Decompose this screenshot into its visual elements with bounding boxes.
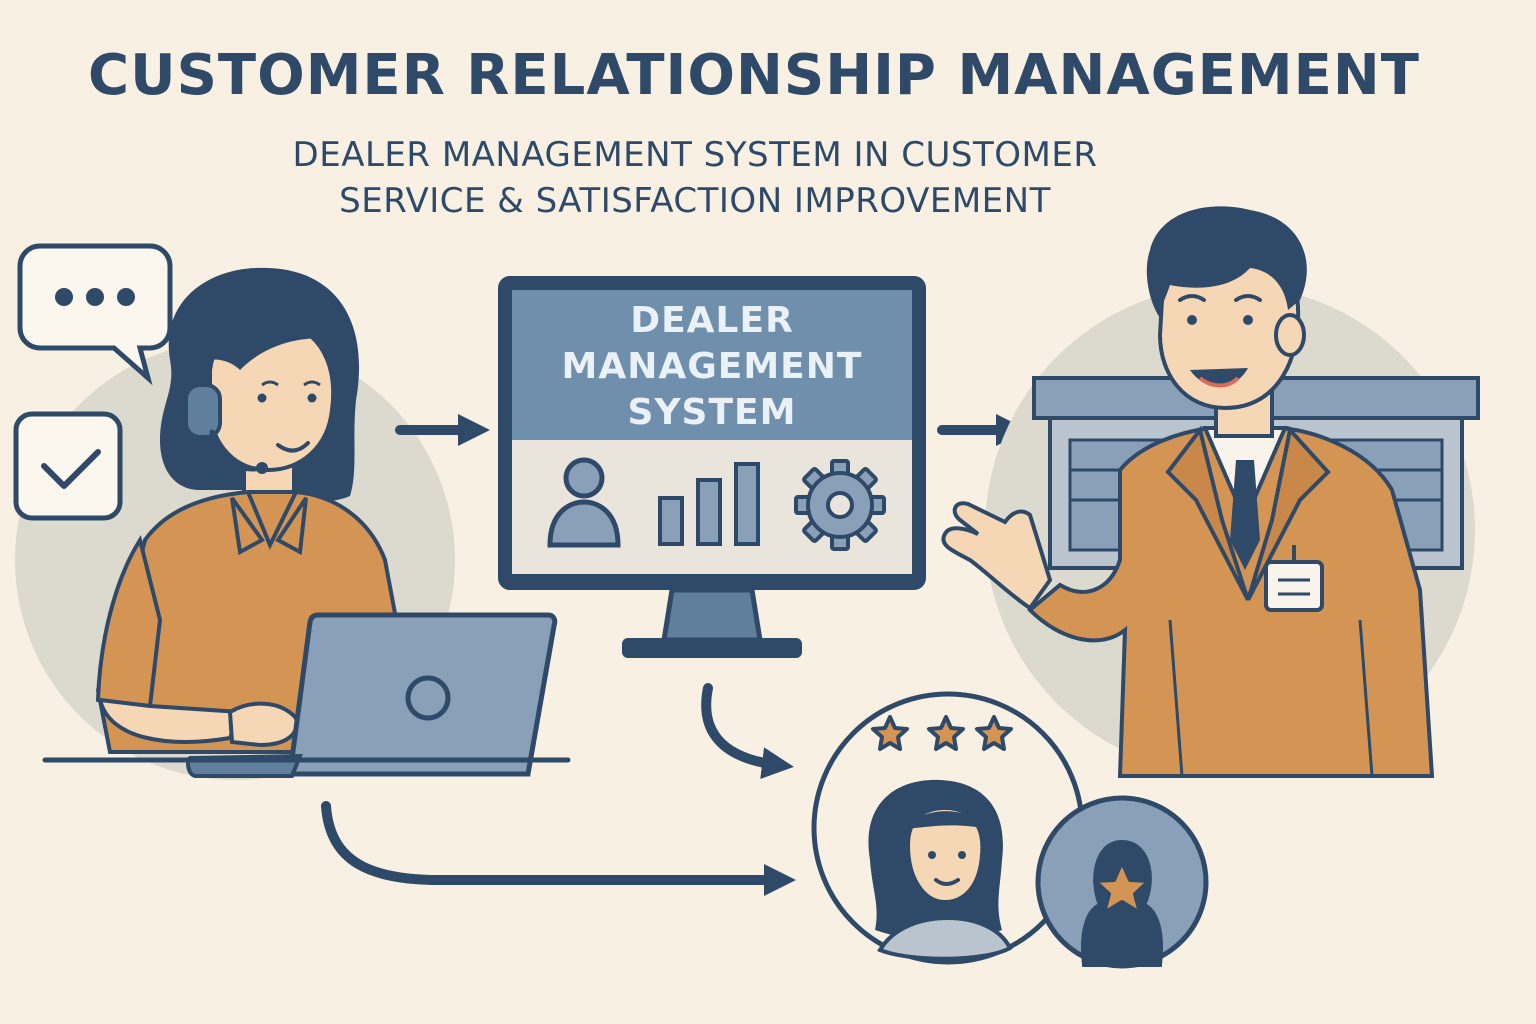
chat-bubble-icon <box>17 243 173 386</box>
bar-chart-icon <box>658 462 760 546</box>
monitor-title-line-1: DEALER <box>630 300 794 341</box>
monitor-stand <box>622 638 802 658</box>
dms-monitor <box>498 276 926 658</box>
monitor-screen-top <box>512 290 912 440</box>
curved-arrow-icon <box>701 683 794 780</box>
curved-arrow-icon <box>321 801 797 897</box>
star-icon <box>975 715 1013 751</box>
star-icon <box>927 715 965 751</box>
dealer-hair <box>1146 206 1307 318</box>
user-icon <box>547 457 621 548</box>
customer-avatar-icon <box>868 779 1013 961</box>
subtitle-line-2: SERVICE & SATISFACTION IMPROVEMENT <box>339 181 1051 221</box>
dealer-hand <box>941 501 1053 611</box>
star-badge-icon <box>1035 795 1209 969</box>
monitor-title-line-3: SYSTEM <box>627 392 797 433</box>
page-subtitle: DEALER MANAGEMENT SYSTEM IN CUSTOMER SER… <box>230 132 1160 224</box>
dealer-section <box>941 206 1480 778</box>
star-icon <box>871 715 909 751</box>
feedback-section <box>811 691 1209 969</box>
dealer-suit <box>1027 426 1435 778</box>
name-badge-icon <box>1264 545 1324 612</box>
page-title: CUSTOMER RELATIONSHIP MANAGEMENT <box>88 43 1420 108</box>
headset-icon <box>184 301 355 474</box>
checkmark-icon <box>13 411 123 521</box>
agent-section <box>13 243 571 780</box>
gear-icon <box>794 459 886 551</box>
dealer-tie <box>1230 460 1260 570</box>
monitor-screen-title: DEALER MANAGEMENT SYSTEM <box>512 298 912 436</box>
monitor-title-line-2: MANAGEMENT <box>561 346 863 387</box>
subtitle-line-1: DEALER MANAGEMENT SYSTEM IN CUSTOMER <box>292 135 1098 175</box>
